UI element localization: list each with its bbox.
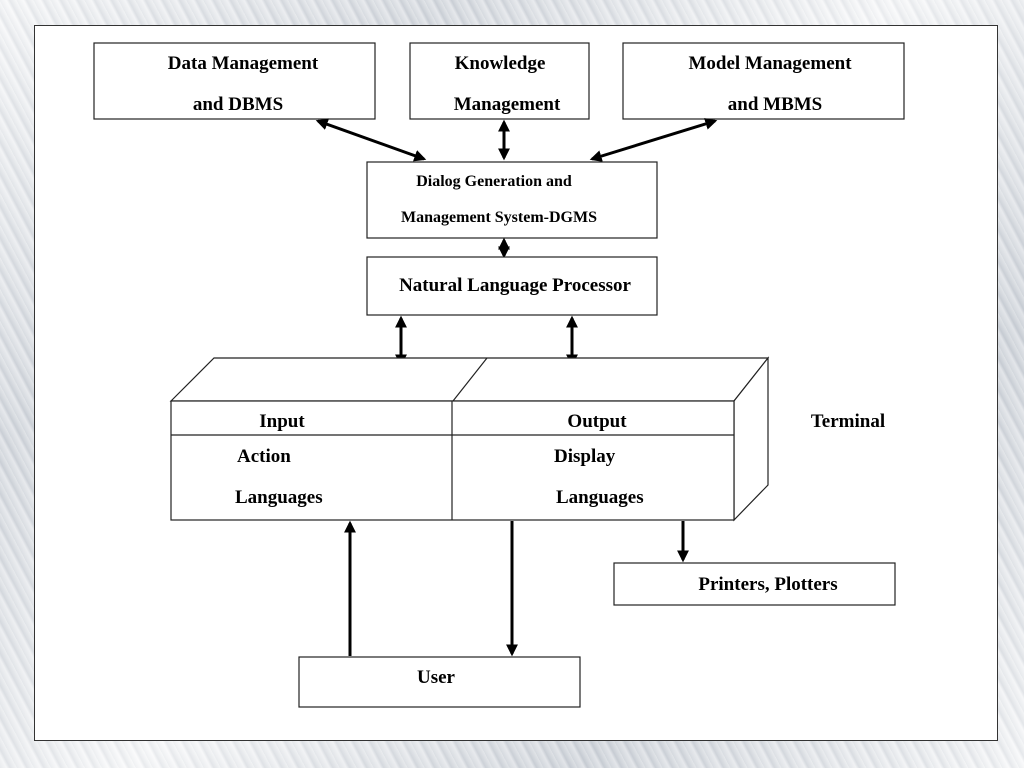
data-dgms-arrow [315,118,427,162]
knowledge-management-line1: Knowledge [455,53,546,74]
printers-label: Printers, Plotters [698,574,837,595]
input-line2: Languages [235,487,323,508]
input-line1: Action [237,446,291,467]
data-management-line1: Data Management [168,53,319,74]
terminal-box: Input Output Action Languages Display La… [169,356,770,522]
model-management-line1: Model Management [688,53,852,74]
output-line2: Languages [556,487,644,508]
user-box: User [298,656,581,708]
data-management-box: Data Management and DBMS [93,42,376,120]
terminal-label: Terminal [811,411,885,432]
output-line1: Display [554,446,616,467]
knowledge-management-box: Knowledge Management [409,42,590,120]
model-management-box: Model Management and MBMS [622,42,905,120]
printers-box: Printers, Plotters [613,562,896,606]
output-header: Output [567,411,627,432]
model-management-line2: and MBMS [728,94,823,115]
knowledge-management-line2: Management [454,94,561,115]
data-management-line2: and DBMS [193,94,283,115]
nlp-box: Natural Language Processor [366,256,658,316]
nlp-label: Natural Language Processor [399,275,631,296]
input-header: Input [259,411,305,432]
dgms-box: Dialog Generation and Management System-… [366,161,658,239]
user-label: User [417,667,456,688]
model-dgms-arrow [589,118,718,162]
dgms-line1: Dialog Generation and [416,173,572,190]
dgms-line2: Management System-DGMS [401,209,597,226]
